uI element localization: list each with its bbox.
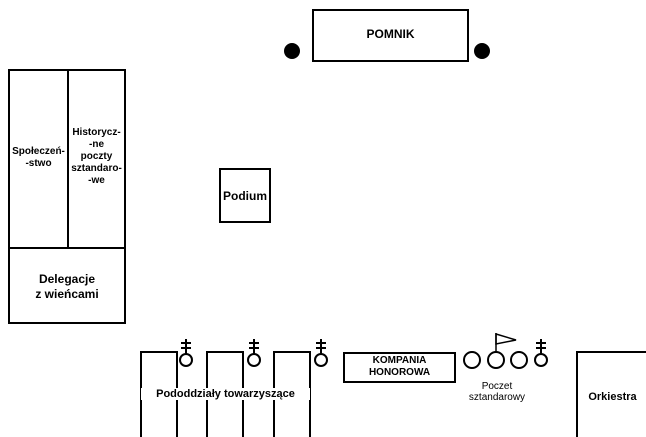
society-box xyxy=(8,69,69,249)
color-party-figures xyxy=(463,351,528,369)
delegations-box xyxy=(8,247,126,324)
podium-box xyxy=(219,168,271,223)
monument-label: POMNIK xyxy=(366,27,415,41)
historical-banners-box xyxy=(67,69,126,249)
podium-label: Podium xyxy=(223,189,267,203)
color-party-label: Poczet sztandarowy xyxy=(468,381,526,403)
monument-box xyxy=(312,9,469,62)
flag-icon xyxy=(495,332,517,352)
society-label: Społeczeń- -stwo xyxy=(12,146,65,169)
lantern-right-icon xyxy=(474,43,490,59)
officer-icon xyxy=(179,339,193,367)
orchestra-label: Orkiestra xyxy=(588,391,637,403)
orchestra-box xyxy=(576,351,646,437)
officer-icon xyxy=(314,339,328,367)
officer-icon xyxy=(247,339,261,367)
subunits-label: Pododdziały towarzyszące xyxy=(141,388,310,400)
historical-banners-label: Historycz- -ne poczty sztandaro- -we xyxy=(71,127,122,186)
lantern-left-icon xyxy=(284,43,300,59)
delegations-label: Delegacje z wieńcami xyxy=(35,272,99,301)
officer-icon xyxy=(534,339,548,367)
honor-company-label: KOMPANIA HONOROWA xyxy=(368,355,431,378)
honor-company-box xyxy=(343,352,456,383)
